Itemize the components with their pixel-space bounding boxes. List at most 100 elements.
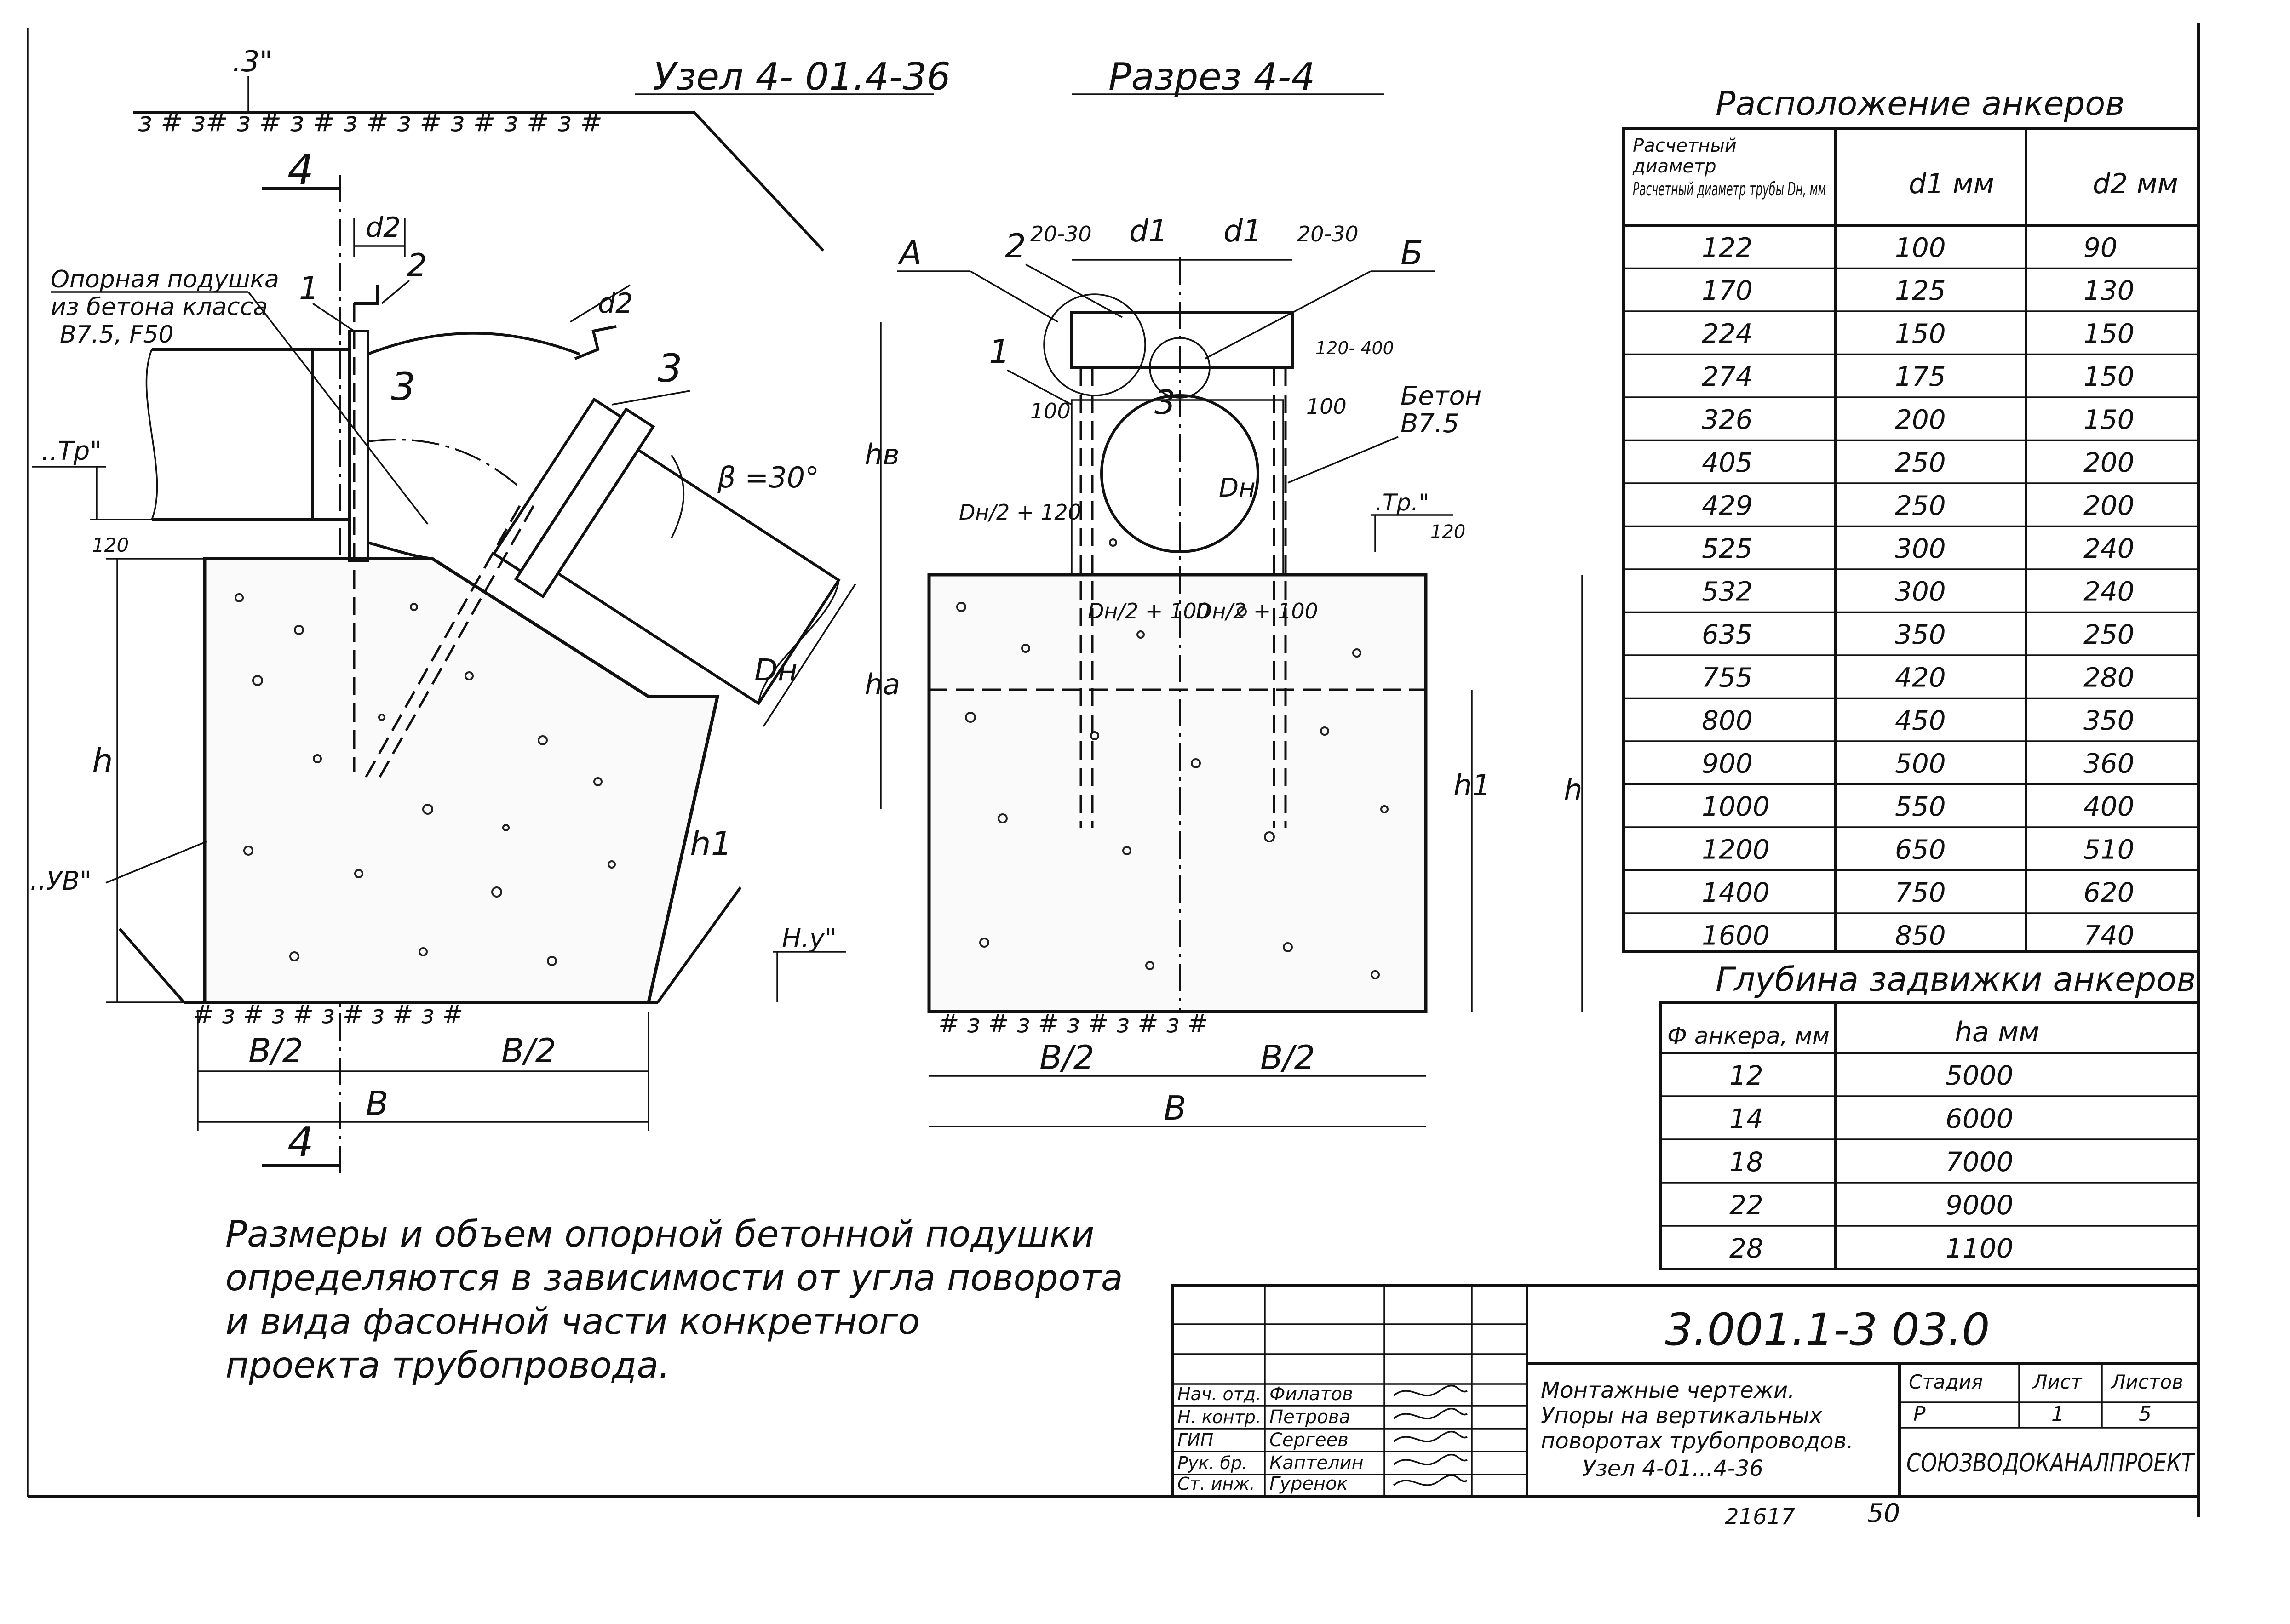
depth-h0: Ф анкера, мм bbox=[1667, 1023, 1830, 1049]
anchor-cell: 90 bbox=[2083, 232, 2118, 263]
note-line-2: определяются в зависимости от угла повор… bbox=[225, 1258, 1123, 1299]
anchor-h0-l2: диаметр bbox=[1632, 156, 1716, 177]
inclined-pipe-break bbox=[758, 580, 840, 704]
elbow-outer bbox=[367, 332, 580, 355]
pillow-label-2: из бетона класса bbox=[51, 293, 268, 321]
anchor-cell: 450 bbox=[1895, 705, 1946, 736]
anchor-cell: 360 bbox=[2083, 748, 2135, 779]
stamp-desc-1: Монтажные чертежи. bbox=[1541, 1378, 1795, 1403]
left-dn-label: Dн bbox=[754, 652, 798, 688]
bottom-hatch: # з # з # з # з # з # bbox=[193, 1000, 463, 1029]
ny-label: Н.у" bbox=[782, 924, 837, 954]
anchor-cell: 150 bbox=[2083, 318, 2135, 349]
stamp-sheets-label: Листов bbox=[2110, 1371, 2183, 1393]
uv-leader bbox=[105, 841, 207, 884]
anchor-cell: 175 bbox=[1895, 361, 1946, 392]
dn-dim-line bbox=[763, 583, 856, 727]
left-h1-label: h1 bbox=[690, 824, 732, 863]
anchor-cell: 1000 bbox=[1702, 791, 1770, 822]
anchor-cell: 150 bbox=[2083, 361, 2135, 392]
anchor-cell: 740 bbox=[2083, 920, 2135, 951]
elbow-inner bbox=[367, 541, 433, 560]
ground-surface bbox=[133, 111, 825, 252]
anchor-cell: 1400 bbox=[1702, 877, 1770, 908]
stamp-role: Рук. бр. bbox=[1177, 1453, 1247, 1473]
left-h-label: h bbox=[92, 742, 113, 780]
anchor-h0-l1: Расчетный bbox=[1633, 135, 1737, 156]
mark-3-label: .3" bbox=[232, 45, 273, 78]
anchor-cell: 240 bbox=[2083, 576, 2135, 607]
section-view: Разрез 4-4 20-30 d1 d1 20-30 120- bbox=[865, 55, 1583, 1127]
anchor-cell: 350 bbox=[2083, 705, 2135, 736]
anchor-cell: 224 bbox=[1702, 318, 1753, 349]
section-b-half-left: B/2 bbox=[1039, 1038, 1094, 1077]
anchor-cell: 250 bbox=[1895, 447, 1946, 478]
stamp-signature bbox=[1393, 1453, 1468, 1465]
anchor-table-frame bbox=[1622, 127, 2200, 953]
anchor-cell: 405 bbox=[1702, 447, 1753, 478]
anchor-cell: 274 bbox=[1702, 361, 1753, 392]
anchor-hook-2 bbox=[574, 325, 617, 360]
anchor-cell: 250 bbox=[1895, 490, 1946, 521]
anchor-cell: 510 bbox=[2083, 834, 2135, 865]
stamp-inventory: 21617 bbox=[1725, 1504, 1795, 1530]
anchor-cell: 500 bbox=[1895, 748, 1946, 779]
left-callout-3b: 3 bbox=[658, 346, 682, 391]
anchor-cell: 755 bbox=[1702, 662, 1753, 693]
uv-label: ..УВ" bbox=[30, 866, 92, 896]
stamp-desc-4: Узел 4-01...4-36 bbox=[1582, 1456, 1763, 1481]
anchor-cell: 525 bbox=[1702, 533, 1753, 564]
anchor-cell: 200 bbox=[2083, 447, 2135, 478]
inclined-flange-2 bbox=[514, 407, 655, 599]
section-hv: hв bbox=[865, 438, 900, 471]
anchor-cell: 750 bbox=[1895, 877, 1946, 908]
anchor-hook-1 bbox=[354, 285, 379, 305]
section-title: Разрез 4-4 bbox=[1108, 55, 1315, 99]
anchor-cell: 532 bbox=[1702, 576, 1753, 607]
anchor-cell: 350 bbox=[1895, 619, 1946, 650]
stamp-person: Петрова bbox=[1269, 1407, 1350, 1428]
pillow-label-3: B7.5, F50 bbox=[60, 321, 174, 349]
anchor-cell: 122 bbox=[1702, 232, 1753, 263]
label-a-leader bbox=[970, 270, 1058, 323]
anchor-cell: 125 bbox=[1895, 275, 1946, 306]
stamp-person: Каптелин bbox=[1269, 1452, 1364, 1474]
depth-table: Глубина задвижки анкеров Ф анкера, мм ha… bbox=[1659, 960, 2200, 1270]
left-dim-120: 120 bbox=[92, 534, 129, 556]
d1-left: d1 bbox=[1129, 213, 1168, 249]
inclined-flange-1 bbox=[492, 397, 623, 573]
section-b-half-right: B/2 bbox=[1260, 1038, 1315, 1077]
section-b: B bbox=[1164, 1089, 1186, 1127]
beton-1: Бетон bbox=[1400, 381, 1481, 411]
stamp-sheet-label: Лист bbox=[2032, 1371, 2083, 1393]
anchor-cell: 850 bbox=[1895, 920, 1946, 951]
note-line-1: Размеры и объем опорной бетонной подушки bbox=[225, 1214, 1095, 1255]
depth-cell: 22 bbox=[1729, 1189, 1763, 1221]
section-h1: h1 bbox=[1453, 769, 1491, 803]
section-dn: Dн bbox=[1219, 473, 1256, 503]
stamp-stage: Р bbox=[1913, 1402, 1926, 1426]
left-callout-3b-leader bbox=[611, 390, 690, 406]
left-callout-1: 1 bbox=[299, 270, 319, 307]
depth-cell: 18 bbox=[1729, 1146, 1763, 1178]
depth-cell: 1100 bbox=[1946, 1233, 2014, 1264]
anchor-h2: d2 мм bbox=[2093, 168, 2178, 200]
d2-top-label: d2 bbox=[366, 212, 401, 244]
anchor-cell: 900 bbox=[1702, 748, 1753, 779]
section-tp: .Тр." bbox=[1375, 489, 1429, 516]
stamp-person: Филатов bbox=[1269, 1384, 1353, 1405]
stamp-role: Ст. инж. bbox=[1177, 1474, 1255, 1494]
dim-20-30-right: 20-30 bbox=[1297, 222, 1359, 246]
section-concrete-dots bbox=[956, 538, 1389, 979]
d2-right-label: d2 bbox=[598, 287, 633, 320]
dim-120-400: 120- 400 bbox=[1315, 338, 1394, 358]
anchor-table: Расположение анкеров Расчетный диаметр Р… bbox=[1622, 84, 2200, 953]
left-b-half-right: B/2 bbox=[501, 1031, 556, 1070]
dim-20-30-left: 20-30 bbox=[1030, 222, 1092, 246]
stamp-role: Н. контр. bbox=[1177, 1407, 1261, 1427]
stamp-signature bbox=[1393, 1407, 1468, 1419]
depth-cell: 6000 bbox=[1946, 1103, 2014, 1134]
pipe-horizontal bbox=[152, 348, 314, 521]
stamp-signature bbox=[1393, 1474, 1468, 1486]
label-b: Б bbox=[1400, 234, 1423, 272]
